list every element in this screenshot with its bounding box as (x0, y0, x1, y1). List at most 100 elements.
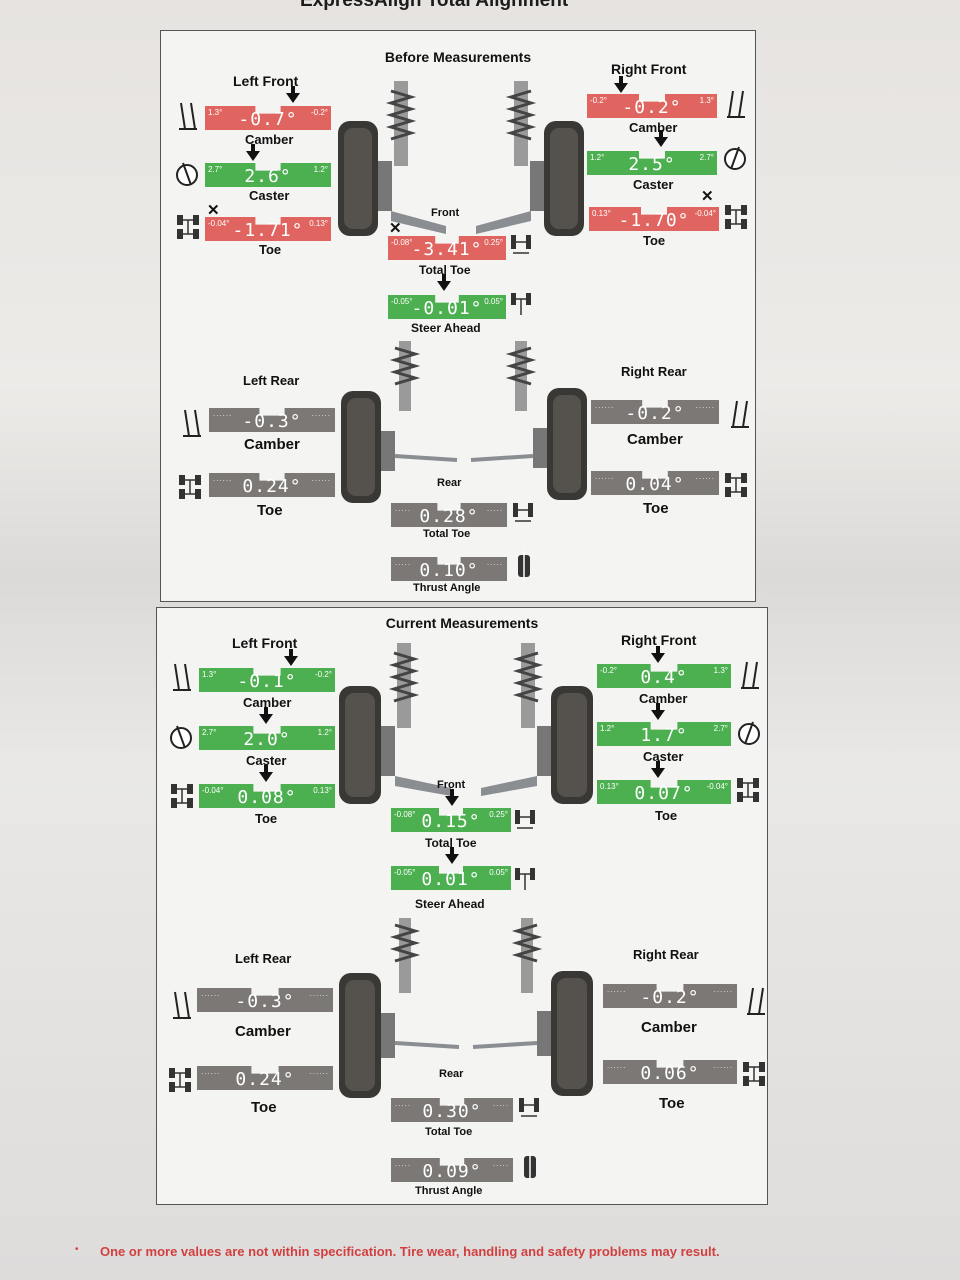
left-rear-camber-label: Camber (235, 1023, 291, 1040)
rear-total-toe-label: Total Toe (423, 528, 471, 540)
rear-suspension-illustration (341, 341, 587, 503)
rear-thrust-angle-meter: .......... 0.09° (391, 1158, 513, 1182)
out-of-range-x-icon: ✕ (389, 220, 402, 237)
nominal-arrow (259, 765, 273, 782)
left-rear-camber-value: -0.3° (235, 991, 295, 1012)
left-front-camber-meter: 1.3° -0.2° -0.1° (199, 668, 335, 692)
camber-icon (727, 90, 745, 118)
before-measurements-panel: Before Measurements Left Front 1.3° -0.2… (160, 30, 756, 602)
thrust-angle-icon (518, 551, 530, 581)
right-front-toe-value: -1.70° (618, 210, 690, 231)
rear-total-toe-meter: .......... 0.30° (391, 1098, 513, 1122)
front-steer-ahead-label: Steer Ahead (411, 321, 481, 335)
left-front-toe-meter: -0.04° 0.13° 0.08° (199, 784, 335, 808)
nominal-arrow (445, 789, 459, 806)
out-of-range-x-icon: ✕ (701, 188, 714, 205)
front-steer-ahead-meter: -0.05° 0.05° -0.01° (388, 295, 506, 319)
nominal-arrow (651, 761, 665, 778)
right-rear-toe-label: Toe (659, 1095, 685, 1112)
right-rear-title: Right Rear (633, 947, 699, 962)
rear-total-toe-value: 0.30° (422, 1101, 482, 1122)
camber-icon (747, 987, 765, 1015)
nominal-arrow (651, 646, 665, 663)
left-rear-camber-label: Camber (244, 436, 300, 453)
left-front-caster-meter: 2.7° 1.2° 2.0° (199, 726, 335, 750)
right-front-caster-label: Caster (643, 749, 684, 764)
rear-thrust-angle-value: 0.10° (419, 560, 479, 581)
right-rear-title: Right Rear (621, 364, 687, 379)
rear-total-toe-value: 0.28° (419, 506, 479, 527)
front-total-toe-value: -3.41° (411, 239, 483, 260)
nominal-arrow (445, 847, 459, 864)
right-front-caster-meter: 1.2° 2.7° 1.7° (597, 722, 731, 746)
steer-ahead-icon (515, 868, 535, 890)
right-front-caster-value: 1.7° (640, 725, 688, 746)
right-front-toe-meter: 0.13° -0.04° -1.70° (589, 207, 719, 231)
front-suspension-illustration (338, 81, 584, 236)
front-steer-ahead-meter: -0.05° 0.05° 0.01° (391, 866, 511, 890)
toe-icon (169, 1068, 191, 1092)
left-front-camber-meter: 1.3° -0.2° -0.7° (205, 106, 331, 130)
left-rear-title: Left Rear (243, 373, 300, 388)
left-rear-toe-value: 0.24° (242, 476, 302, 497)
caster-icon (724, 146, 746, 170)
right-front-camber-label: Camber (629, 120, 678, 135)
warning-bullet: • (75, 1244, 79, 1255)
left-front-toe-meter: -0.04° 0.13° -1.71° (205, 217, 331, 241)
rear-total-toe-meter: .......... 0.28° (391, 503, 507, 527)
left-front-camber-value: -0.1° (237, 671, 297, 692)
camber-icon (173, 663, 191, 691)
left-rear-camber-meter: ............ -0.3° (209, 408, 335, 432)
right-front-toe-value: 0.07° (634, 783, 694, 804)
caster-icon (170, 725, 192, 749)
camber-icon (731, 400, 749, 428)
left-front-title: Left Front (233, 73, 299, 89)
nominal-arrow (286, 86, 300, 103)
right-rear-camber-meter: ............ -0.2° (603, 984, 737, 1008)
toe-icon (725, 205, 747, 229)
left-rear-toe-meter: ............ 0.24° (209, 473, 335, 497)
front-label: Front (437, 779, 466, 791)
toe-icon (743, 1062, 765, 1086)
right-front-title: Right Front (621, 632, 697, 648)
left-front-caster-value: 2.0° (243, 729, 291, 750)
right-rear-camber-meter: ............ -0.2° (591, 400, 719, 424)
rear-suspension-illustration (339, 918, 593, 1098)
nominal-arrow (259, 707, 273, 724)
left-front-camber-label: Camber (245, 132, 294, 147)
front-suspension-illustration (339, 643, 593, 804)
total-toe-icon (519, 1098, 539, 1117)
left-front-title: Left Front (232, 635, 298, 651)
left-rear-camber-meter: ............ -0.3° (197, 988, 333, 1012)
panel-title: Before Measurements (384, 49, 532, 65)
left-front-camber-value: -0.7° (238, 109, 298, 130)
right-front-camber-value: -0.2° (622, 97, 682, 118)
nominal-arrow (651, 703, 665, 720)
left-front-caster-label: Caster (249, 188, 290, 203)
left-front-toe-label: Toe (255, 811, 278, 826)
left-rear-toe-meter: ............ 0.24° (197, 1066, 333, 1090)
front-steer-ahead-value: 0.01° (421, 869, 481, 890)
rear-thrust-angle-label: Thrust Angle (413, 582, 481, 594)
left-rear-title: Left Rear (235, 951, 292, 966)
left-rear-camber-value: -0.3° (242, 411, 302, 432)
panel-title: Current Measurements (385, 615, 539, 631)
right-front-toe-label: Toe (655, 808, 678, 823)
thrust-angle-icon (524, 1152, 536, 1182)
rear-label: Rear (437, 477, 462, 489)
right-front-toe-label: Toe (643, 233, 666, 248)
out-of-spec-warning: One or more values are not within specif… (100, 1244, 720, 1259)
right-rear-toe-label: Toe (643, 500, 669, 517)
right-rear-toe-value: 0.04° (625, 474, 685, 495)
toe-icon (737, 778, 759, 802)
caster-icon (176, 162, 198, 186)
nominal-arrow (654, 130, 668, 147)
rear-thrust-angle-label: Thrust Angle (415, 1185, 483, 1197)
toe-icon (725, 473, 747, 497)
right-front-title: Right Front (611, 61, 687, 77)
toe-icon (177, 215, 199, 239)
right-rear-toe-meter: ............ 0.06° (603, 1060, 737, 1084)
toe-icon (171, 784, 193, 808)
rear-label: Rear (439, 1068, 464, 1080)
right-rear-camber-label: Camber (627, 431, 683, 448)
